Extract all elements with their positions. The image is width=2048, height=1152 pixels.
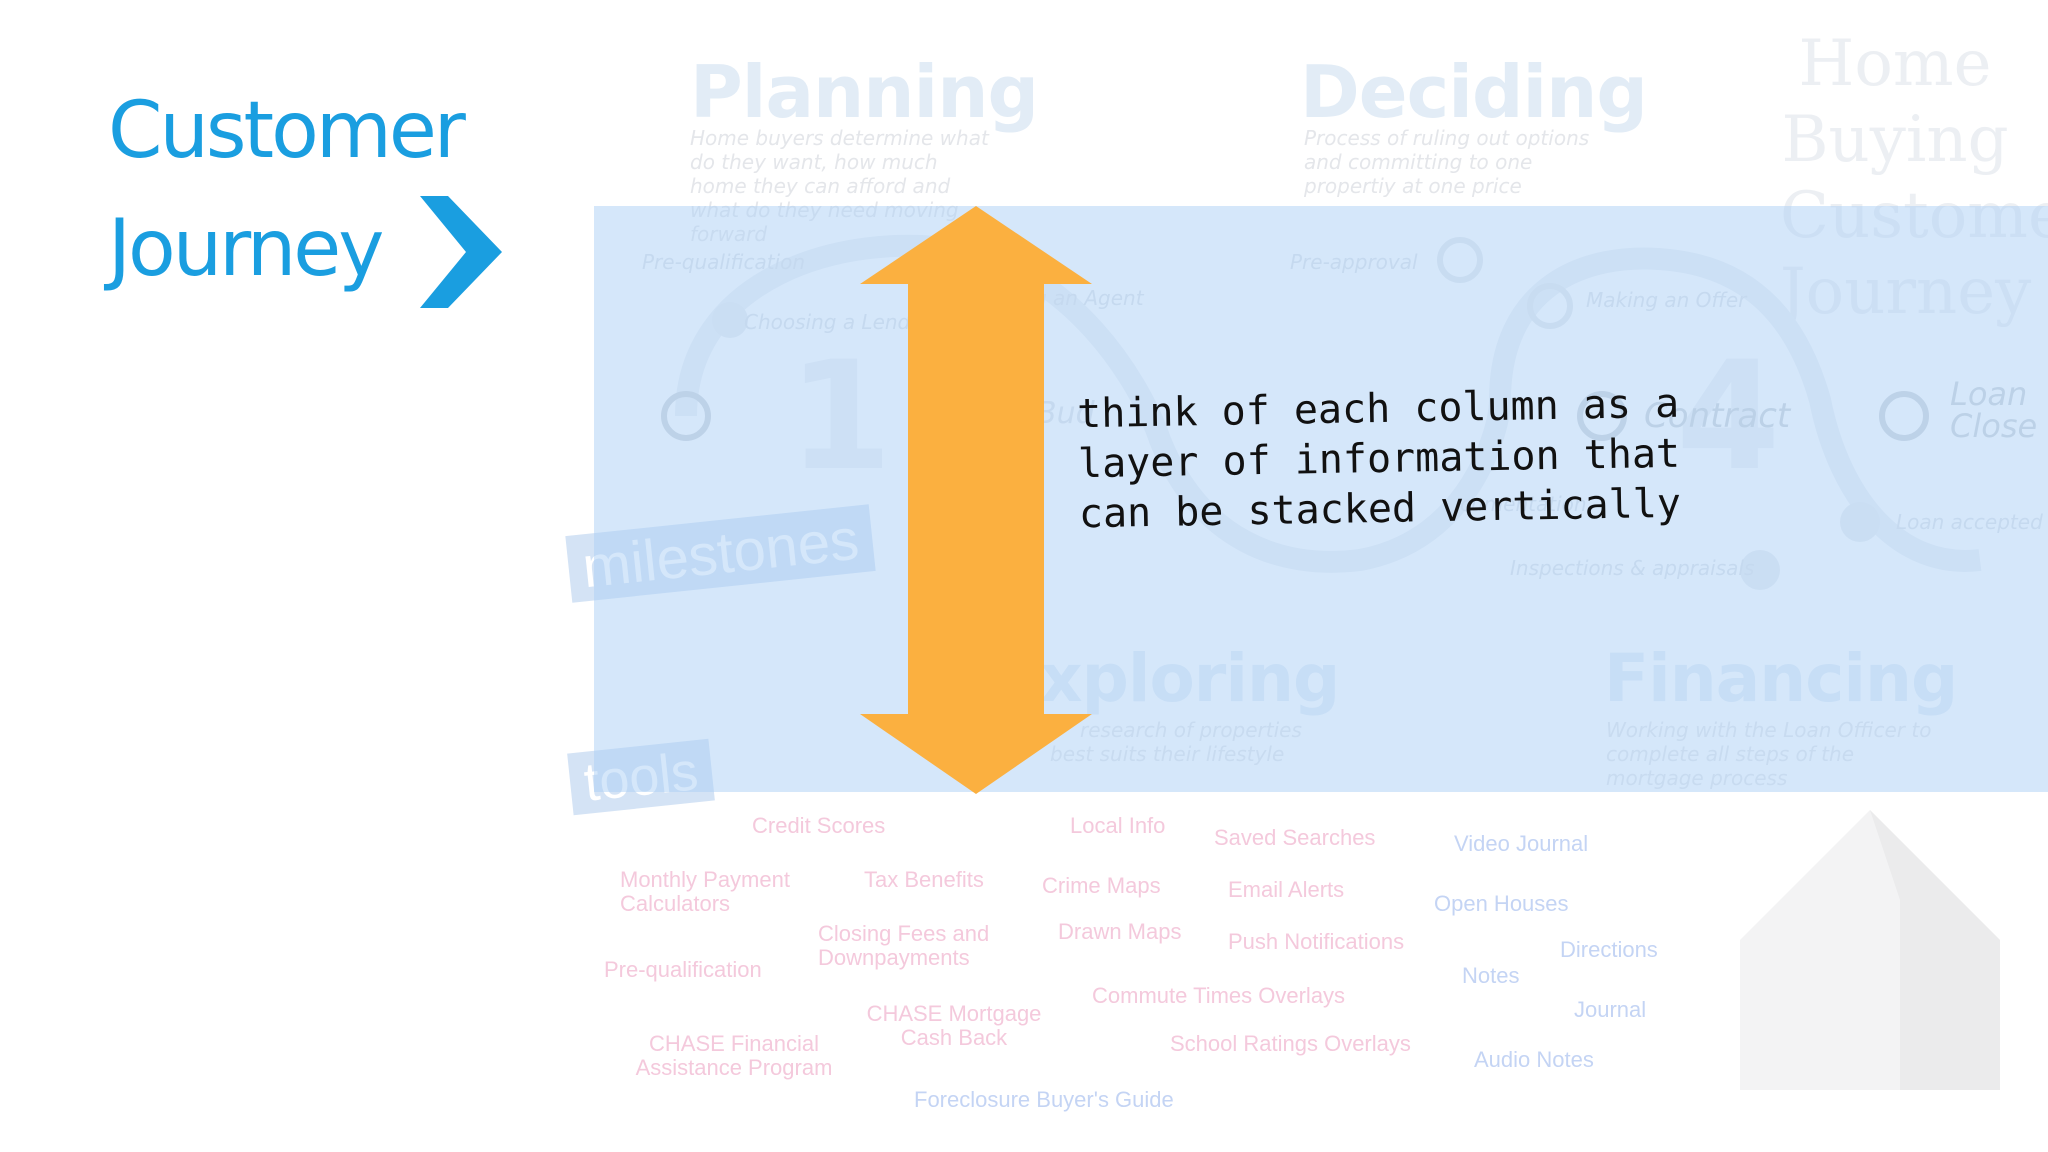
tool-audio-notes: Audio Notes	[1474, 1047, 1594, 1072]
tool-open-houses: Open Houses	[1434, 891, 1569, 916]
tool-saved-searches: Saved Searches	[1214, 825, 1376, 850]
slide-title: Customer Journey	[108, 72, 466, 308]
tool-journal: Journal	[1574, 997, 1647, 1022]
phase-desc-deciding: Process of ruling out options and commit…	[1304, 126, 1590, 198]
vertical-double-arrow-icon	[860, 206, 1092, 794]
tool-email-alerts: Email Alerts	[1228, 877, 1345, 902]
tool-push-notifications: Push Notifications	[1228, 929, 1405, 954]
tool-notes: Notes	[1462, 963, 1520, 988]
tool-prequalification: Pre-qualification	[604, 957, 762, 982]
tool-closing-fees: Closing Fees and Downpayments	[818, 921, 990, 970]
tool-foreclosure-guide: Foreclosure Buyer's Guide	[914, 1087, 1174, 1112]
tool-school-ratings: School Ratings Overlays	[1170, 1031, 1411, 1056]
home-buying-line1: Home	[1798, 27, 1992, 101]
home-buying-line2: Buying	[1781, 103, 2009, 177]
tool-local-info: Local Info	[1070, 813, 1166, 838]
chevron-right-icon	[420, 196, 502, 308]
tool-chase-financial: CHASE Financial Assistance Program	[635, 1031, 833, 1080]
phase-title-deciding: Deciding	[1300, 50, 1648, 134]
tool-commute-overlays: Commute Times Overlays	[1092, 983, 1346, 1008]
slide-title-line2: Journey	[108, 204, 384, 294]
house-icon	[1740, 810, 2000, 1090]
phase-title-planning: Planning	[690, 50, 1039, 134]
tool-monthly-payment: Monthly Payment Calculators	[620, 867, 790, 916]
tool-credit-scores: Credit Scores	[752, 813, 886, 838]
tool-chase-mortgage: CHASE Mortgage Cash Back	[866, 1001, 1042, 1050]
annotation-note: think of each column as a layer of infor…	[1077, 379, 1682, 539]
tool-tax-benefits: Tax Benefits	[864, 867, 984, 892]
layer-highlight-band	[594, 206, 2048, 792]
tool-directions: Directions	[1560, 937, 1658, 962]
tool-drawn-maps: Drawn Maps	[1058, 919, 1182, 944]
tool-crime-maps: Crime Maps	[1042, 873, 1161, 898]
slide-title-line1: Customer	[108, 86, 466, 176]
tool-video-journal: Video Journal	[1454, 831, 1589, 856]
annotation-line-3: can be stacked vertically	[1078, 480, 1682, 538]
